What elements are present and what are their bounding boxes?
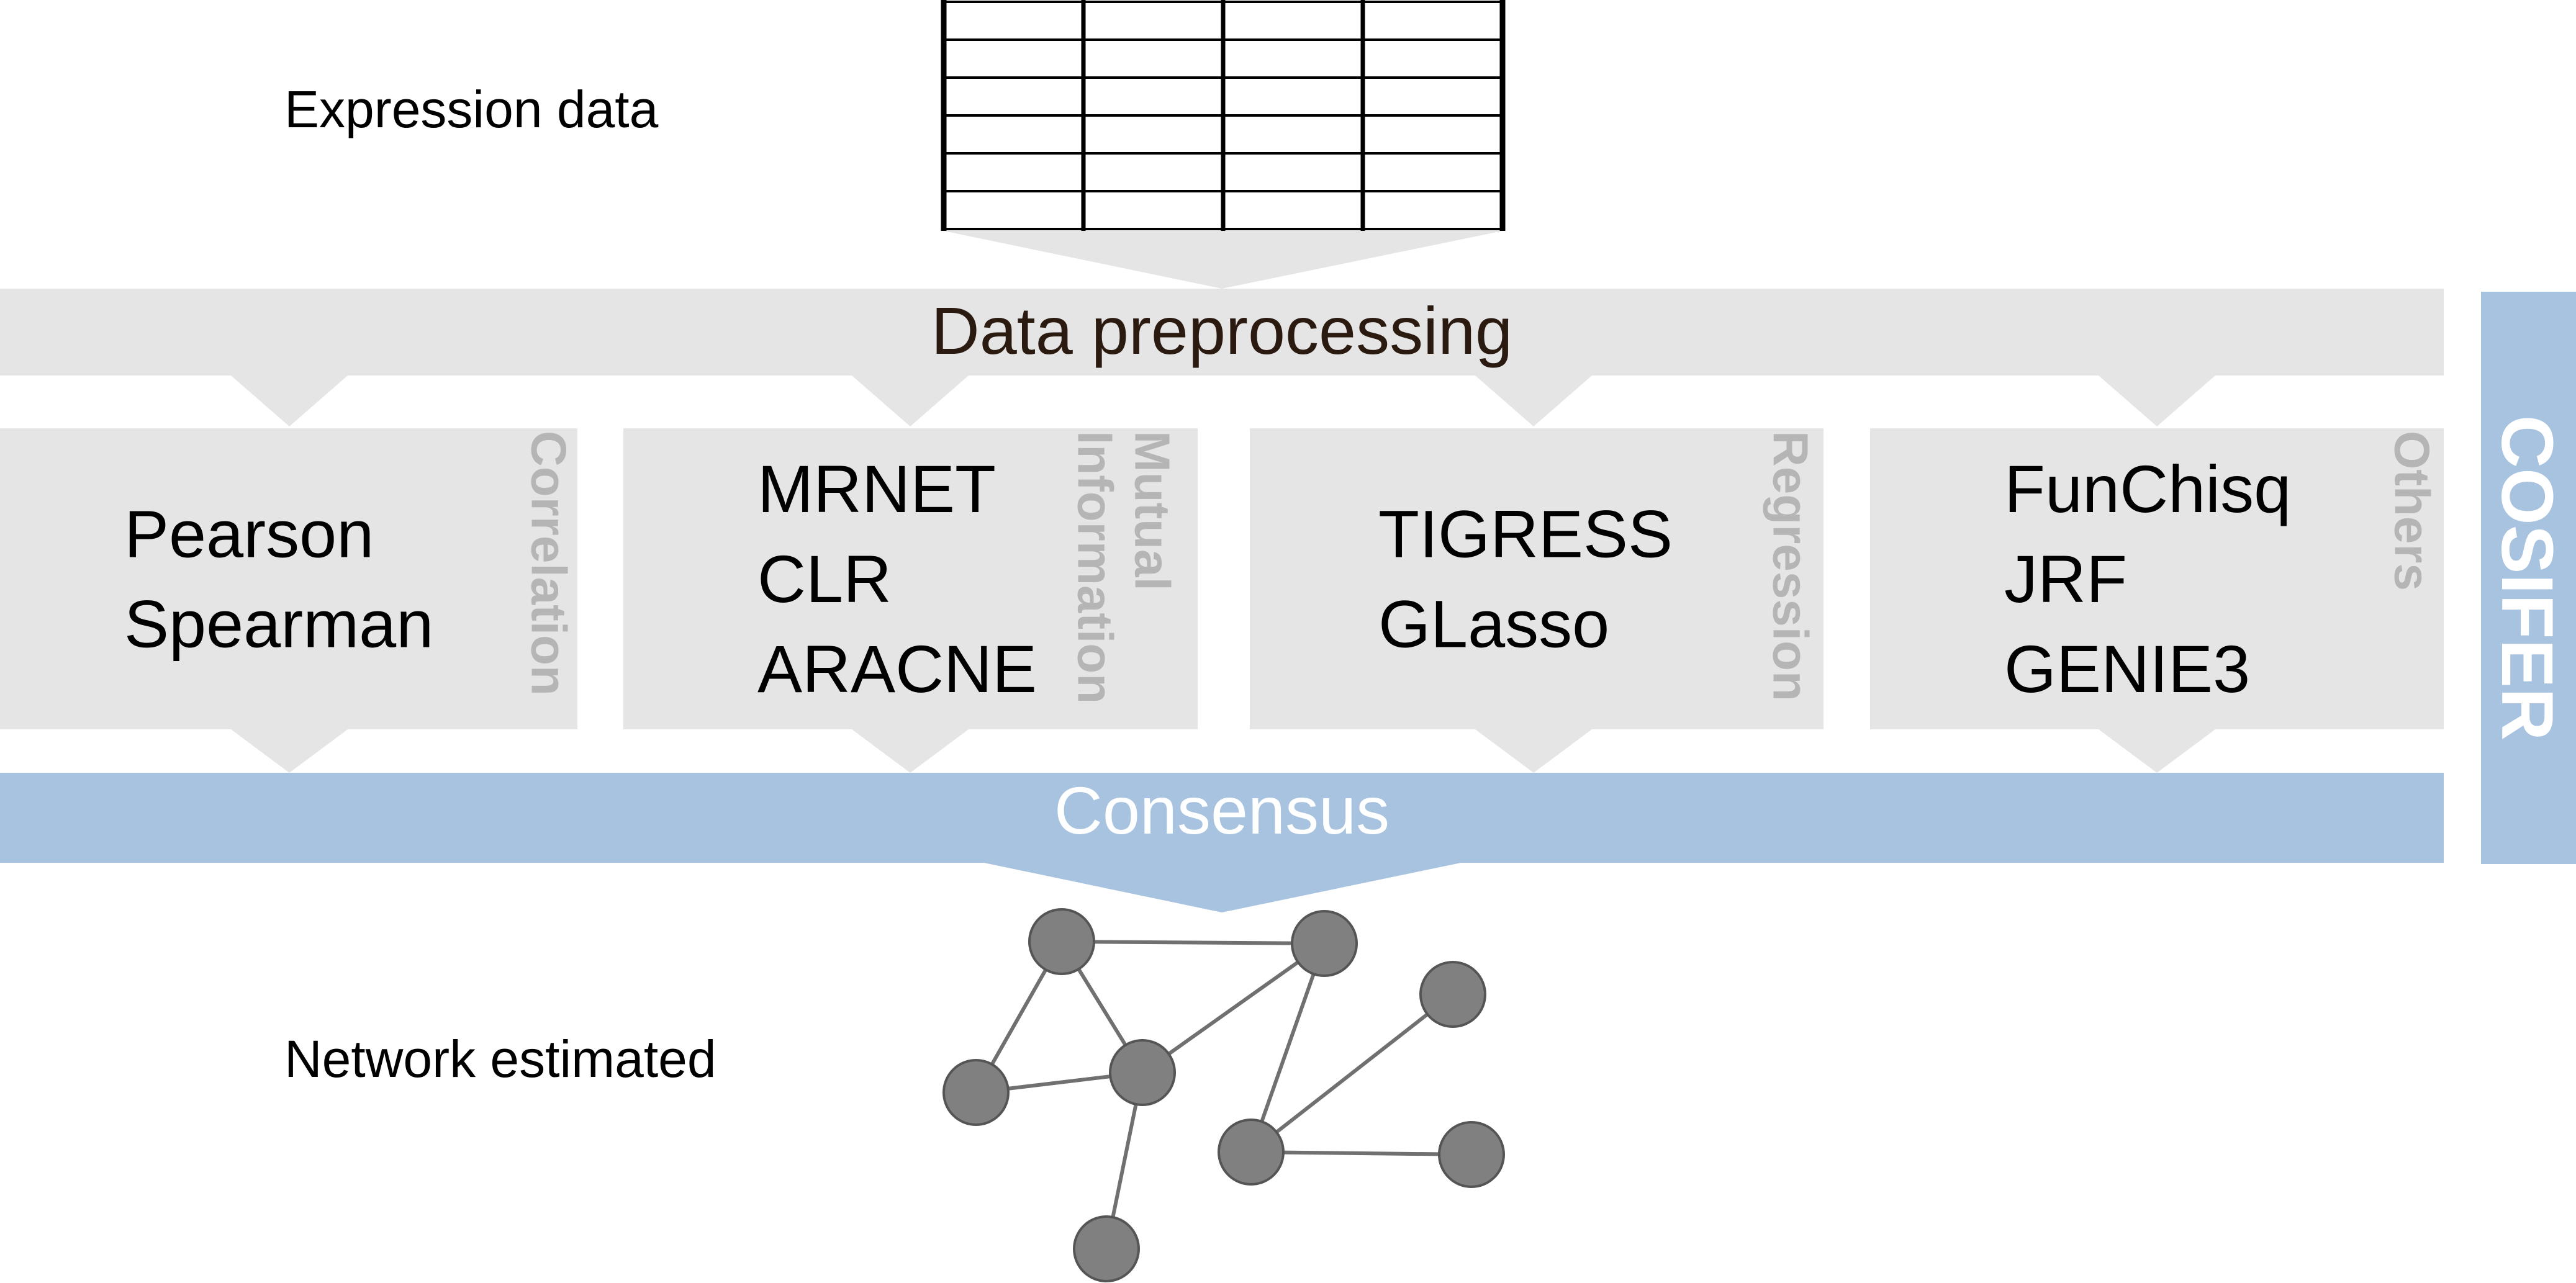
network-node [1073,1215,1140,1282]
category-panel-box [1250,428,1824,729]
cosifer-title: COSIFER [2486,415,2568,741]
network-edge [1141,942,1326,1074]
category-name: Information [1068,431,1123,704]
network-node [1291,910,1358,977]
category-panel-box [623,428,1198,729]
network-node [1028,908,1095,975]
network-edge [1250,993,1454,1154]
expression-data-label: Expression data [284,80,659,138]
network-edge [1249,943,1326,1153]
method-label: GENIE3 [2004,631,2250,706]
consensus-title: Consensus [1054,773,1390,848]
method-label: TIGRESS [1378,497,1673,572]
cosifer-bar: COSIFER [2481,292,2576,864]
network-node [1438,1121,1505,1188]
expression-data-table [941,0,1506,231]
category-panel-box [1870,428,2444,729]
table-funnel [944,231,1503,289]
category-funnel [2099,729,2215,773]
category-name: Mutual [1125,431,1180,591]
method-label: MRNET [757,451,996,526]
category-funnel [852,729,969,773]
network-graph [942,908,1505,1282]
category-funnel [1475,729,1592,773]
category-panel: TIGRESS GLasso Regression [1250,428,1824,773]
network-edge [1061,940,1325,945]
network-node [1218,1119,1285,1186]
category-name: Regression [1763,431,1819,701]
preprocessing-title: Data preprocessing [931,293,1513,368]
category-name: Correlation [522,431,577,696]
network-node [1109,1039,1176,1106]
category-name: Others [2385,431,2440,591]
method-label: ARACNE [757,631,1037,706]
method-label: JRF [2004,541,2127,616]
method-label: CLR [757,541,892,616]
preprocessing-bar: Data preprocessing [0,289,2444,426]
method-label: FunChisq [2004,451,2291,526]
consensus-bar: Consensus [0,773,2444,912]
category-funnel [231,729,348,773]
network-node [1419,961,1486,1028]
category-panel-box [0,428,577,729]
network-edge [1250,1150,1472,1156]
method-label: Pearson [124,497,374,572]
method-label: GLasso [1378,587,1609,662]
network-estimated-label: Network estimated [284,1030,716,1088]
network-node [942,1059,1010,1126]
method-label: Spearman [124,587,433,662]
